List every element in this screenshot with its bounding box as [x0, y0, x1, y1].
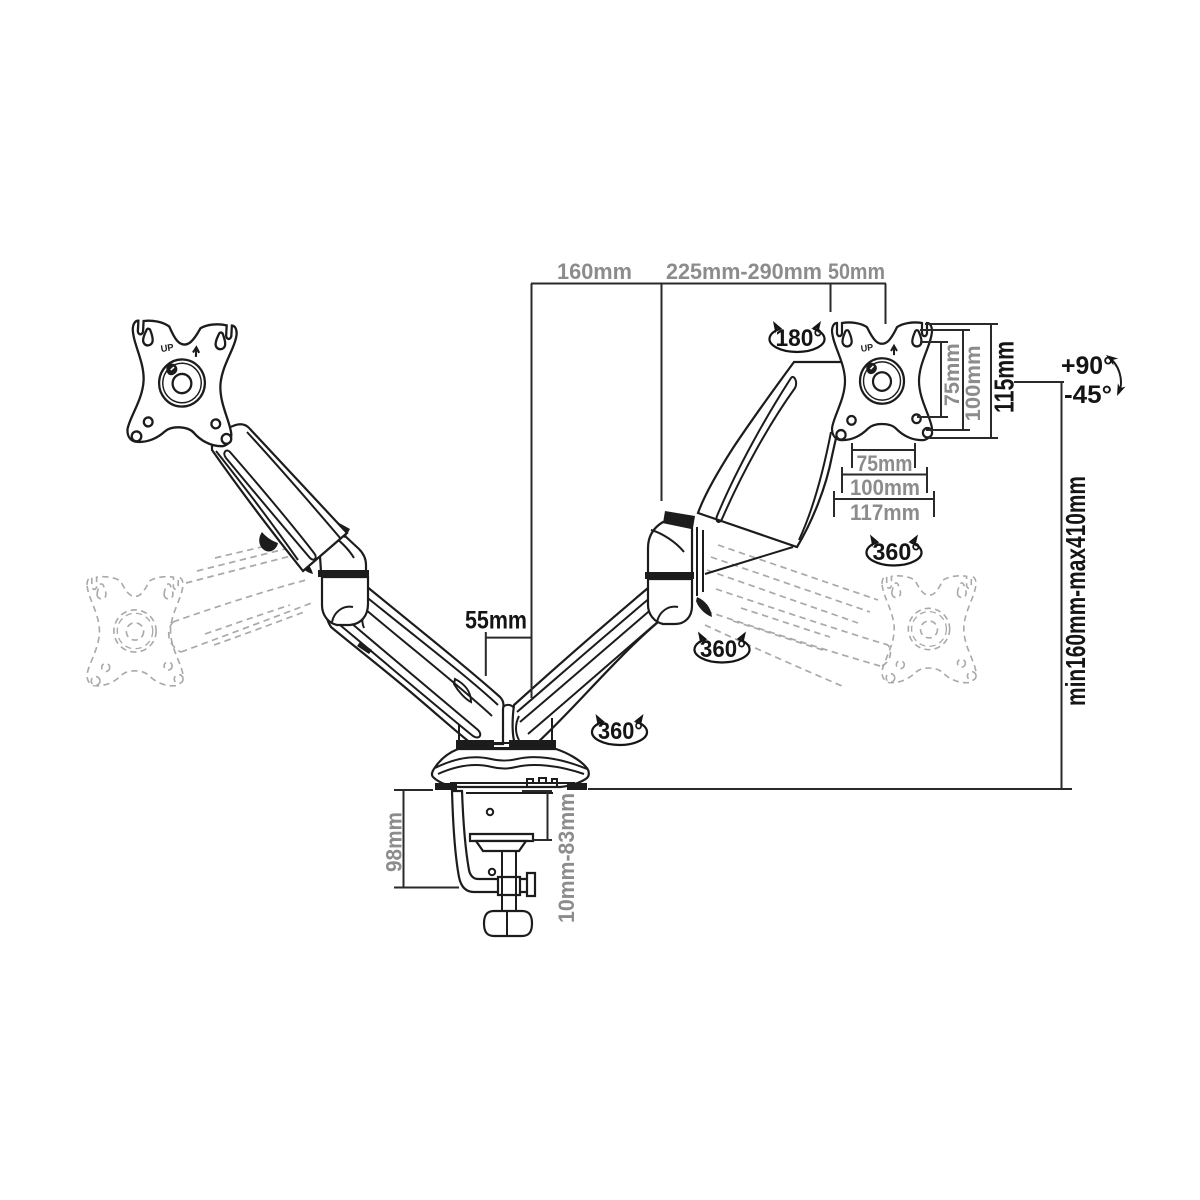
- svg-text:360°: 360°: [873, 539, 921, 566]
- svg-text:UP: UP: [160, 342, 175, 355]
- svg-text:50mm: 50mm: [828, 259, 885, 284]
- svg-text:75mm: 75mm: [857, 451, 913, 476]
- svg-text:100mm: 100mm: [850, 475, 920, 500]
- svg-text:55mm: 55mm: [465, 607, 527, 635]
- svg-text:100mm: 100mm: [962, 345, 985, 421]
- svg-text:117mm: 117mm: [850, 500, 920, 525]
- svg-text:UP: UP: [860, 342, 874, 354]
- svg-text:-45°: -45°: [1064, 381, 1112, 409]
- svg-text:360°: 360°: [598, 718, 643, 745]
- svg-text:min160mm-max410mm: min160mm-max410mm: [1060, 476, 1091, 706]
- svg-text:225mm-290mm: 225mm-290mm: [666, 259, 822, 284]
- svg-text:98mm: 98mm: [382, 812, 407, 872]
- svg-text:10mm-83mm: 10mm-83mm: [554, 793, 579, 923]
- svg-text:360°: 360°: [700, 636, 746, 663]
- svg-text:75mm: 75mm: [941, 343, 964, 406]
- svg-text:115mm: 115mm: [989, 341, 1020, 413]
- svg-text:160mm: 160mm: [557, 259, 632, 284]
- svg-text:180°: 180°: [776, 325, 823, 352]
- svg-text:+90°: +90°: [1061, 352, 1113, 380]
